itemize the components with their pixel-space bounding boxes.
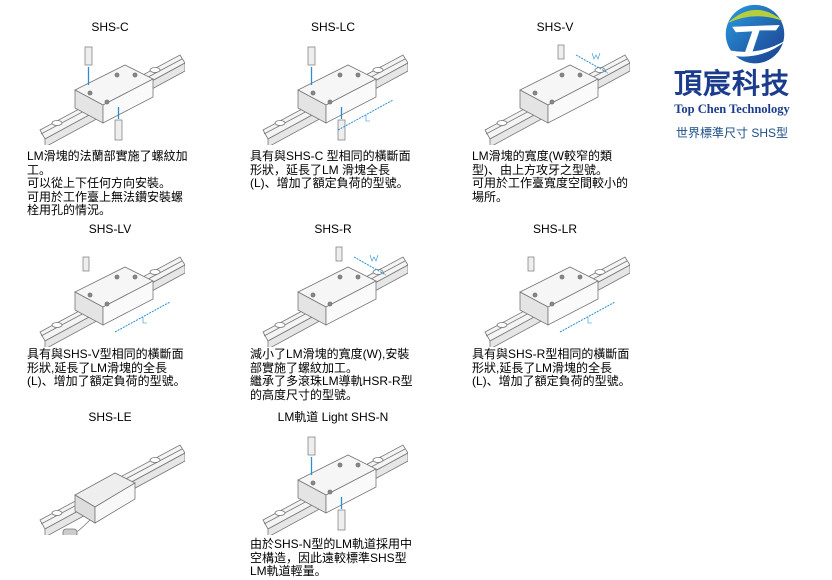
description-line: 形狀,延長了LM滑塊的全長 xyxy=(472,360,613,375)
linear-guide-image[interactable] xyxy=(35,237,185,347)
product-title[interactable]: LM軌道 Light SHS-N xyxy=(277,410,389,424)
description-line: 具有與SHS-R型相同的橫斷面 xyxy=(472,347,630,361)
product-title[interactable]: SHS-LE xyxy=(88,410,132,424)
linear-guide-image[interactable] xyxy=(480,237,630,347)
linear-guide-image[interactable] xyxy=(258,35,408,145)
product-title[interactable]: SHS-R xyxy=(314,222,352,236)
description-line: 形狀，延長了LM 滑塊全長 xyxy=(250,162,391,177)
product-title[interactable]: SHS-V xyxy=(536,20,574,34)
description-line: 場所。 xyxy=(472,189,509,204)
product-description: 減小了LM滑塊的寬度(W),安裝部實施了螺紋加工。繼承了多滾珠LM導軌HSR-R… xyxy=(250,347,440,402)
brand-subtitle[interactable]: 世界標準尺寸 SHS型 xyxy=(675,126,788,140)
linear-guide-image[interactable] xyxy=(258,237,408,347)
description-line: LM軌道輕量。 xyxy=(250,564,327,578)
brand-name-en: Top Chen Technology xyxy=(674,102,790,116)
description-line: LM滑塊的寬度(W較窄的類 xyxy=(472,149,612,163)
product-title[interactable]: SHS-C xyxy=(91,20,129,34)
linear-guide-image[interactable] xyxy=(258,425,408,535)
description-line: LM滑塊的法蘭部實施了螺紋加 xyxy=(27,149,188,163)
product-title[interactable]: SHS-LV xyxy=(88,222,132,236)
description-line: (L)、增加了額定負荷的型號。 xyxy=(27,374,186,388)
description-line: 的高度尺寸的型號。 xyxy=(250,387,359,402)
linear-guide-image[interactable] xyxy=(35,425,185,535)
description-line: 由於SHS-N型的LM軌道採用中 xyxy=(250,537,413,551)
product-title[interactable]: SHS-LC xyxy=(310,20,355,34)
description-line: 可以從上下任何方向安裝。 xyxy=(27,176,172,190)
description-line: 工。 xyxy=(27,162,52,177)
brand-name-cn: 頂宸科技 xyxy=(673,67,790,100)
description-line: 空構造，因此遠較標準SHS型 xyxy=(250,550,407,565)
linear-guide-image[interactable] xyxy=(480,35,630,145)
description-line: 型)、由上方攻牙之型號。 xyxy=(472,162,608,177)
description-line: (L)、增加了額定負荷的型號。 xyxy=(472,374,631,388)
product-description: LM滑塊的寬度(W較窄的類型)、由上方攻牙之型號。可用於工作臺寬度空間較小的場所… xyxy=(472,149,662,204)
linear-guide-image[interactable] xyxy=(35,35,185,145)
product-description: 具有與SHS-R型相同的橫斷面形狀,延長了LM滑塊的全長(L)、增加了額定負荷的… xyxy=(472,347,662,389)
product-title[interactable]: SHS-LR xyxy=(532,222,577,236)
product-description: LM滑塊的法蘭部實施了螺紋加工。可以從上下任何方向安裝。可用於工作臺上無法鑽安裝… xyxy=(27,149,217,218)
description-line: (L)、增加了額定負荷的型號。 xyxy=(250,176,409,190)
description-line: 形狀,延長了LM滑塊的全長 xyxy=(27,360,168,375)
logo-globe-icon xyxy=(725,4,787,64)
description-line: 具有與SHS-C 型相同的橫斷面 xyxy=(250,149,411,163)
description-line: 繼承了多滾珠LM導軌HSR-R型 xyxy=(250,374,413,388)
description-line: 栓用孔的情況。 xyxy=(27,203,112,217)
description-line: 具有與SHS-V型相同的橫斷面 xyxy=(27,347,184,361)
description-line: 部實施了螺紋加工。 xyxy=(250,360,359,375)
description-line: 可用於工作臺上無法鑽安裝螺 xyxy=(27,189,184,204)
description-line: 可用於工作臺寬度空間較小的 xyxy=(472,176,629,190)
description-line: 減小了LM滑塊的寬度(W),安裝 xyxy=(250,347,410,361)
product-description: 具有與SHS-C 型相同的橫斷面形狀，延長了LM 滑塊全長(L)、增加了額定負荷… xyxy=(250,149,440,191)
product-description: 具有與SHS-V型相同的橫斷面形狀,延長了LM滑塊的全長(L)、增加了額定負荷的… xyxy=(27,347,217,389)
